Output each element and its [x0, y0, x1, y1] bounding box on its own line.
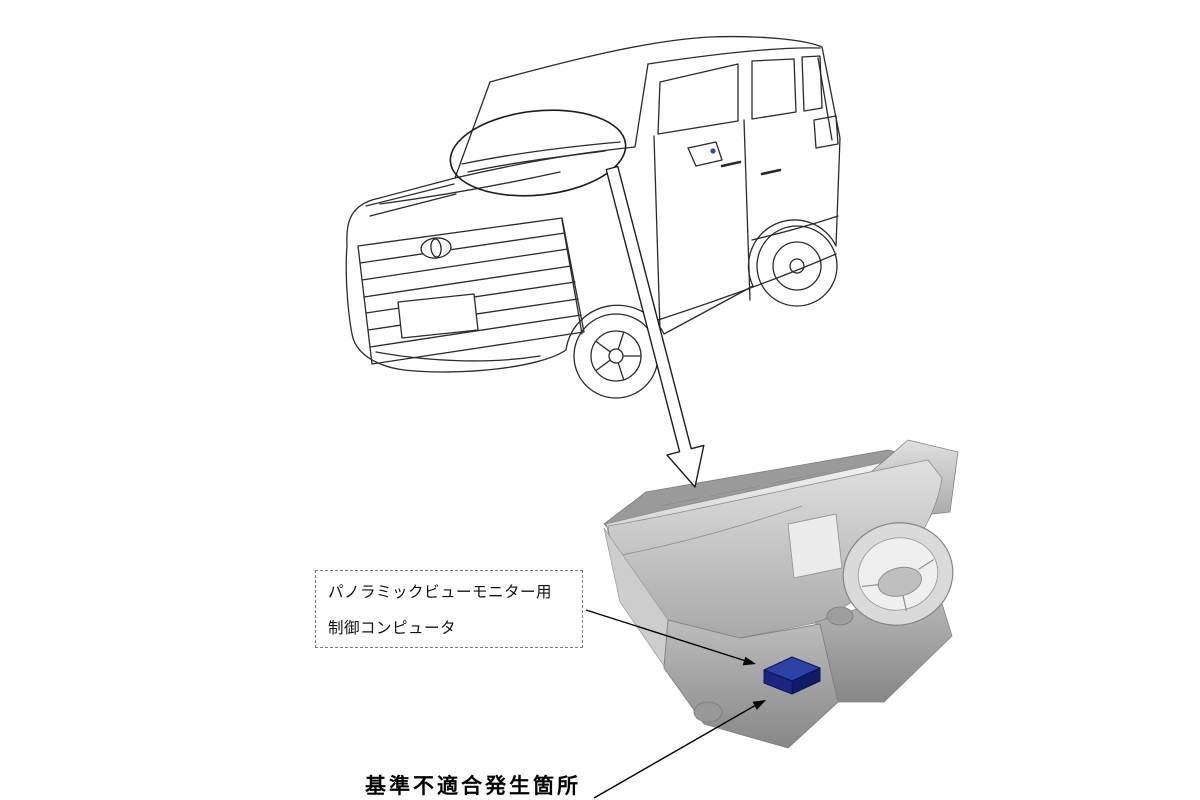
- component-highlight: [763, 656, 821, 695]
- zoom-arrow: [605, 165, 705, 488]
- brand-emblem: [420, 237, 452, 259]
- zoom-ellipse: [449, 109, 627, 197]
- steering-wheel: [842, 522, 954, 626]
- center-display: [787, 513, 843, 579]
- component-callout-line2: 制御コンピュータ: [328, 620, 457, 637]
- rear-wheel: [756, 225, 838, 307]
- callout-leader-line: [585, 609, 756, 666]
- dashboard-drawing: [603, 439, 959, 749]
- door-mirror: [687, 141, 723, 167]
- mirror-indicator-dot: [710, 148, 716, 154]
- component-callout-box: パノラミックビューモニター用 制御コンピュータ: [315, 570, 583, 648]
- component-callout-line1: パノラミックビューモニター用: [328, 584, 553, 601]
- vehicle-drawing: [345, 35, 841, 399]
- front-wheel: [573, 313, 659, 399]
- shift-knob: [826, 606, 854, 626]
- defect-leader-line: [593, 700, 766, 799]
- defect-location-label: 基準不適合発生箇所: [363, 770, 587, 800]
- license-plate: [397, 293, 479, 339]
